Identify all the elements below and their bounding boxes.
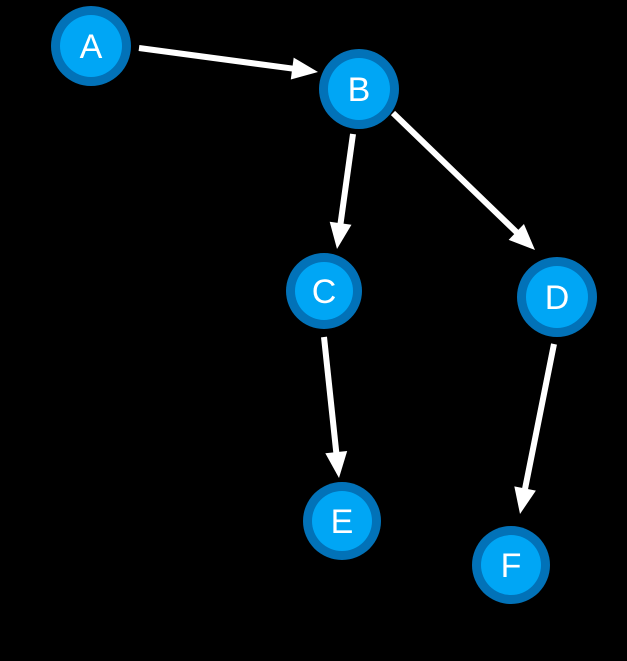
node-c[interactable]: C (286, 253, 362, 329)
edge-arrowhead (508, 224, 535, 250)
nodes-layer: A B C D E F (51, 6, 597, 604)
edges-layer (138, 45, 557, 514)
edge-arrowhead (514, 486, 536, 514)
edge-line (521, 343, 557, 494)
node-fill (312, 491, 372, 551)
edge-line (138, 45, 297, 73)
node-b[interactable]: B (319, 49, 399, 129)
node-fill (295, 262, 353, 320)
node-d[interactable]: D (517, 257, 597, 337)
node-fill (481, 535, 541, 595)
edge-line (337, 133, 356, 228)
edge-b-c[interactable] (329, 133, 356, 249)
node-fill (328, 58, 390, 120)
node-label: D (545, 279, 570, 317)
node-label: A (80, 28, 103, 66)
node-label: B (348, 71, 371, 109)
edge-b-d[interactable] (390, 110, 535, 250)
edge-a-b[interactable] (138, 45, 318, 80)
edge-arrowhead (325, 450, 348, 478)
edge-arrowhead (290, 57, 318, 80)
edge-d-f[interactable] (514, 343, 557, 514)
node-label: E (331, 503, 354, 541)
node-e[interactable]: E (303, 482, 381, 560)
node-fill (526, 266, 588, 328)
node-a[interactable]: A (51, 6, 131, 86)
node-fill (60, 15, 122, 77)
edge-c-e[interactable] (321, 336, 348, 478)
edge-line (321, 336, 340, 457)
edge-line (390, 110, 522, 237)
node-label: F (501, 547, 522, 585)
node-label: C (312, 273, 337, 311)
node-f[interactable]: F (472, 526, 550, 604)
edge-arrowhead (329, 221, 352, 249)
